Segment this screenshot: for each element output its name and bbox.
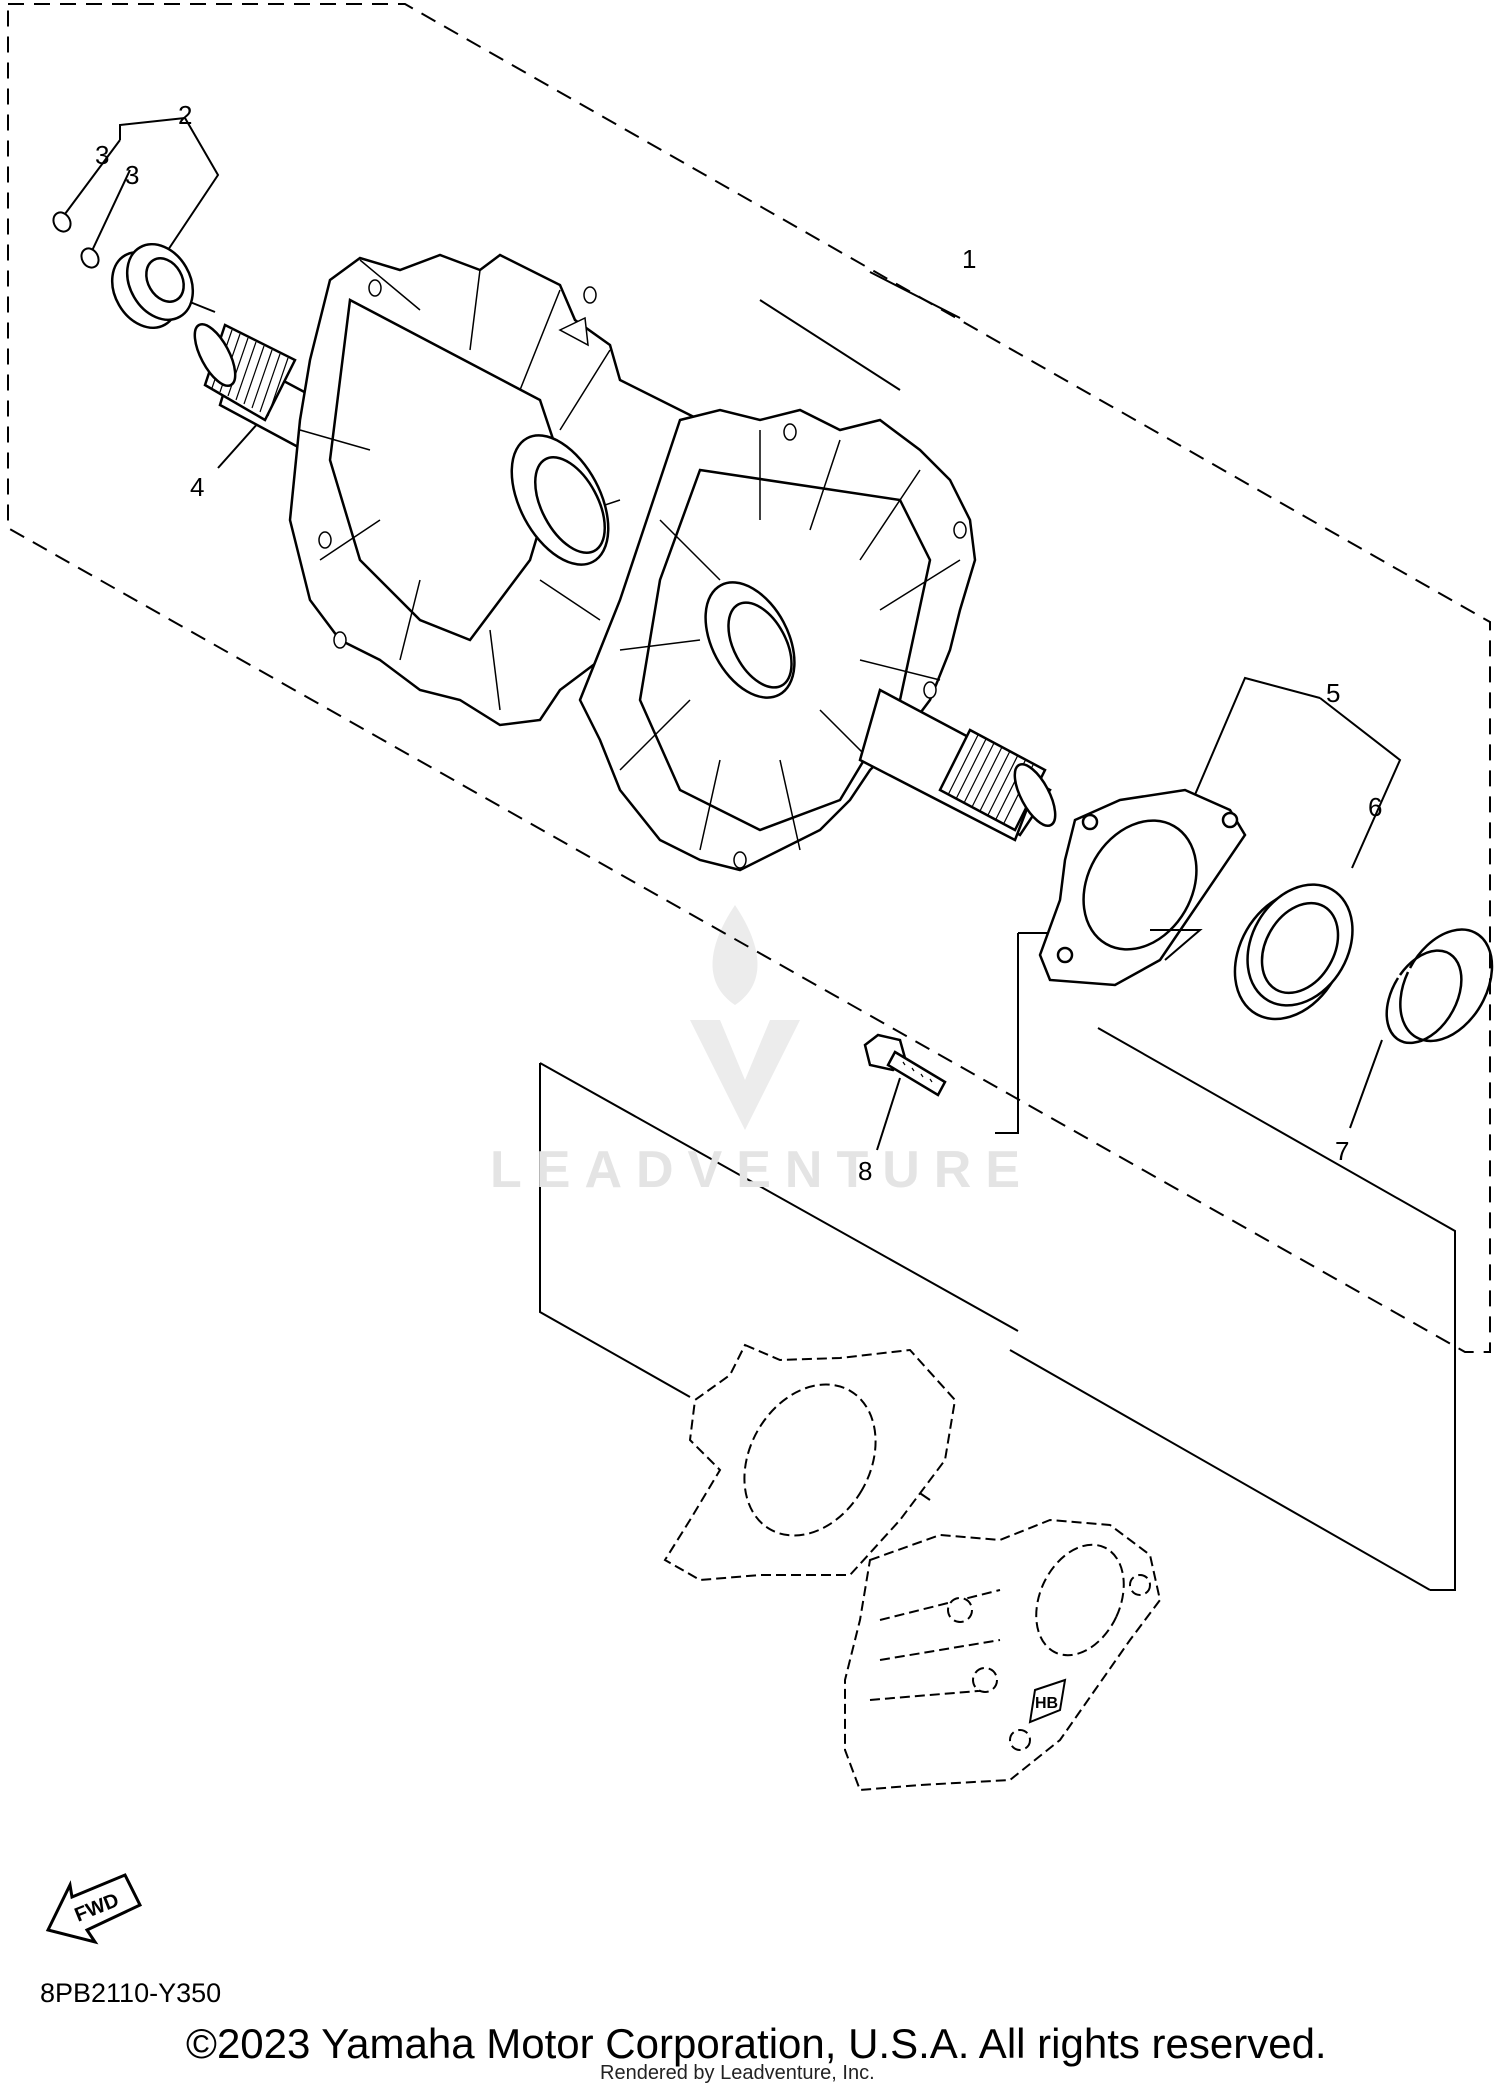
assembly-boundary [7,3,1491,1353]
bolt-reference-frame [539,932,1050,1398]
circlip-part-7 [1385,928,1494,1045]
right-spline [938,728,1057,832]
center-hub [510,434,610,566]
svg-text:HB: HB [1035,1695,1058,1712]
brake-carrier-plate [663,1343,957,1582]
callout-2: 2 [178,100,192,130]
callout-3a: 3 [95,140,109,170]
diagram-code: 8PB2110-Y350 [40,1978,222,2008]
callouts: 1 2 3 3 4 5 6 7 8 [95,100,1382,1186]
caliper-reference-line [1009,1027,1456,1591]
seal-part-6 [1233,883,1354,1021]
callout-3b: 3 [125,160,139,190]
brake-caliper [844,1518,1162,1792]
callout-5: 5 [1326,678,1340,708]
callout-4: 4 [190,472,204,502]
pin-part-3b [80,247,100,269]
fwd-arrow-icon: FWD [45,1873,143,1945]
pin-part-3a [52,211,72,233]
rendered-by-note: Rendered by Leadventure, Inc. [600,2062,875,2084]
left-spline [193,323,297,422]
flange-plate-part-5 [1038,788,1247,987]
callout-8: 8 [858,1156,872,1186]
drive-shaft-assembly-part-4 [193,253,1057,872]
bolt-part-8 [863,1033,947,1097]
copyright-notice: ©2023 Yamaha Motor Corporation, U.S.A. A… [186,2020,1327,2067]
callout-1: 1 [962,244,976,274]
callout-7: 7 [1335,1136,1349,1166]
caliper-badge: HB [1028,1678,1067,1724]
left-sprocket [288,253,702,727]
callout-6: 6 [1368,792,1382,822]
bearing-collar-part-2 [110,243,195,329]
watermark-logo [690,905,800,1130]
watermark-text: LEADVENTURE [490,1141,1035,1199]
